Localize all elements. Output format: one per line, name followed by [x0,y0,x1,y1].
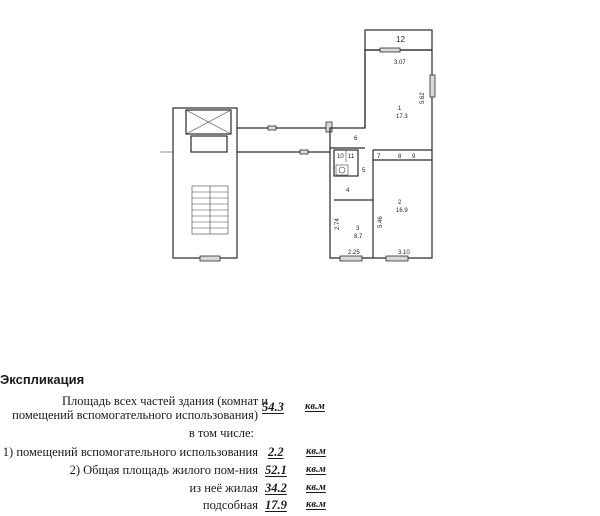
room-2-number: 2 [398,200,402,206]
utility-area-unit: кв.м [306,499,326,510]
room-3-number: 3 [356,226,360,232]
room-3-width: 2.25 [348,250,360,256]
room-3-length: 2.74 [335,218,341,230]
room-3-area: 8.7 [354,234,363,240]
aux-area-label: 1) помещений вспомогательного использова… [2,445,258,459]
living-total-label: 2) Общая площадь жилого пом-ния [69,463,258,477]
wc-number: 11 [348,154,355,160]
hall-number: 4 [346,188,350,194]
closet-8-number: 8 [398,154,402,160]
room-2-length: 5.46 [378,216,384,228]
room-1-area: 17.3 [396,114,408,120]
utility-area-label: подсобная [202,498,258,512]
corridor-number: 6 [354,136,358,142]
total-area-label-line-1: Площадь всех частей здания (комнат и [62,394,268,408]
living-area-unit: кв.м [306,482,326,493]
bath-number: 10 [337,154,344,160]
room-2-area: 16.9 [396,208,408,214]
living-total-unit: кв.м [306,464,326,475]
apartment-outline [329,29,436,262]
living-area-value: 34.2 [265,481,287,495]
room-2-width: 3.10 [398,250,410,256]
total-area-label-line-2: помещений вспомогательного использования… [12,408,258,422]
room-1-length: 5.62 [420,92,426,104]
closet-9-number: 9 [412,154,416,160]
aux-area-unit: кв.м [306,446,326,457]
explication-section: Экспликация Площадь всех частей здания (… [0,370,600,516]
in-that-label: в том числе: [188,426,254,440]
utility-area-value: 17.9 [265,498,287,512]
balcony-number: 12 [396,35,405,44]
explication-title: Экспликация [0,372,85,387]
total-area-unit: кв.м [305,401,325,412]
closet-7-number: 7 [377,154,381,160]
aux-area-value: 2.2 [268,445,284,459]
stairwell [172,107,238,262]
corridor-walls [160,121,333,155]
living-total-value: 52.1 [265,463,287,477]
stair-steps [191,185,229,235]
room-5-number: 5 [362,168,366,174]
total-area-value: 54.3 [262,400,284,414]
living-area-label: из неё жилая [189,481,258,495]
balcony-width: 3.07 [394,60,406,66]
floor-plan: 12 3.07 1 17.3 5.62 6 10 11 5 7 8 9 2 16… [160,29,436,262]
room-1-number: 1 [398,106,402,112]
